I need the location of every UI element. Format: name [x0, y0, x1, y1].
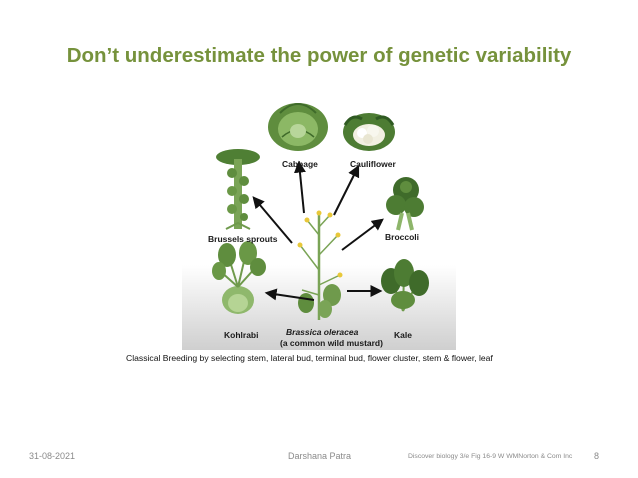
arrow-to-brussels-sprouts: [252, 196, 293, 244]
arrow-to-cabbage: [293, 160, 306, 214]
label-kohlrabi: Kohlrabi: [224, 330, 258, 340]
broccoli-image: [386, 177, 424, 231]
brassica-figure: Cabbage Cauliflower Brussels sprouts Bro…: [182, 95, 456, 350]
label-brussels-sprouts: Brussels sprouts: [208, 234, 278, 244]
cauliflower-image: [343, 113, 395, 151]
figure-caption: Classical Breeding by selecting stem, la…: [126, 353, 493, 363]
label-species: Brassica oleracea: [286, 327, 359, 337]
cabbage-image: [268, 103, 328, 151]
slide-title: Don’t underestimate the power of genetic…: [66, 44, 572, 67]
selection-arrows: [252, 160, 384, 301]
arrow-to-kohlrabi: [264, 288, 315, 301]
label-kale: Kale: [394, 330, 412, 340]
label-common-name: (a common wild mustard): [280, 338, 383, 348]
footer-author: Darshana Patra: [288, 451, 352, 461]
label-broccoli: Broccoli: [385, 232, 419, 242]
kohlrabi-image: [212, 241, 266, 314]
arrow-to-broccoli: [341, 218, 384, 251]
label-cabbage: Cabbage: [282, 159, 318, 169]
label-cauliflower: Cauliflower: [350, 159, 397, 169]
kale-image: [381, 259, 429, 312]
footer-date: 31-08-2021: [29, 451, 76, 461]
arrow-to-cauliflower: [333, 164, 360, 216]
brussels-sprouts-image: [216, 149, 260, 230]
page-number: 8: [594, 451, 600, 461]
footer-credit: Discover biology 3/e Fig 16-9 W WMNorton…: [408, 453, 573, 460]
